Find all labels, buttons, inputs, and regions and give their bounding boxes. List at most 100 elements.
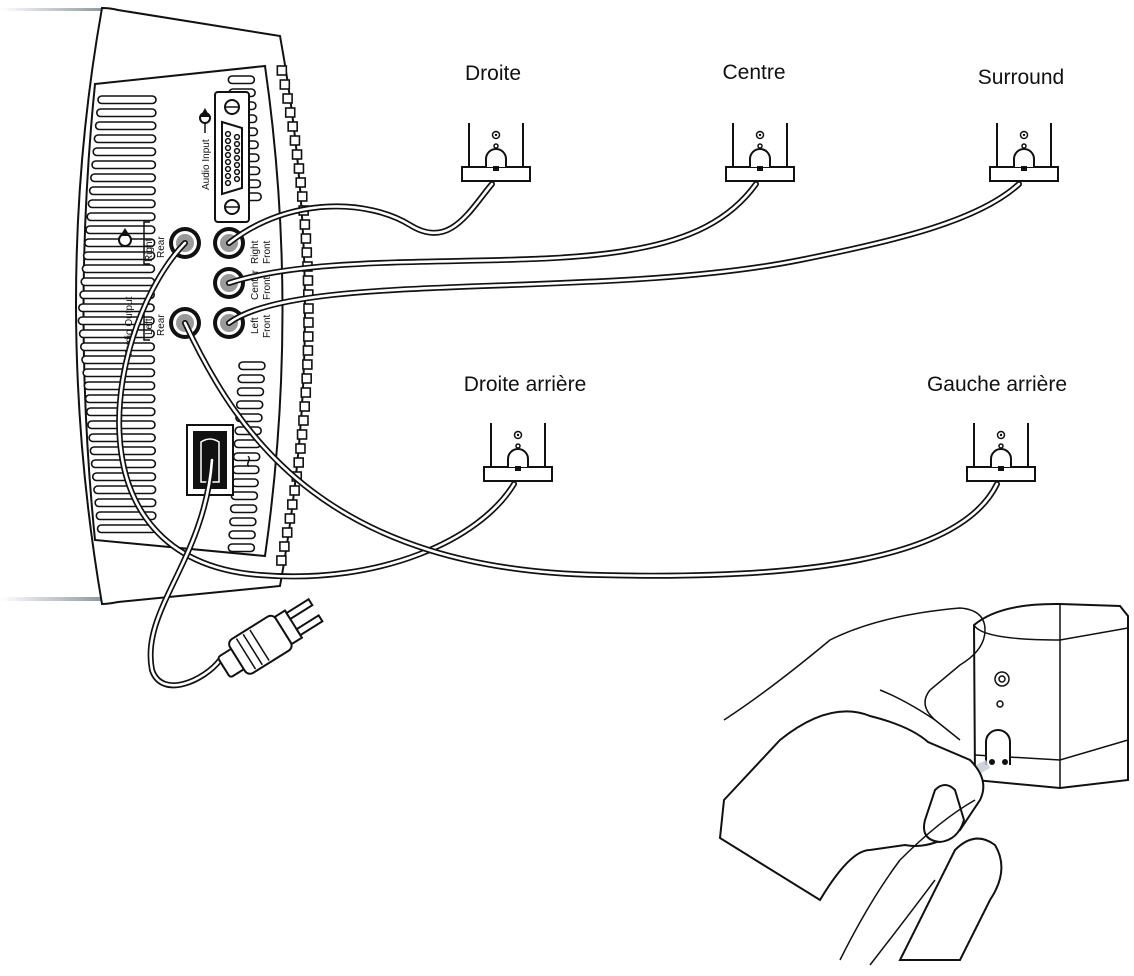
vent-slot [81,264,156,274]
vent-slot [78,303,155,313]
panel-tooth [300,233,312,244]
panel-tooth [279,541,290,552]
panel-tooth [282,93,293,104]
speaker-droite: Droite [461,62,531,182]
panel-tooth [302,275,314,286]
vent-slot [90,173,157,183]
panel-tooth [291,149,303,160]
vent-slot [94,121,157,131]
panel-bottom-edge [0,597,102,601]
panel-tooth [284,513,296,524]
vent-slot [80,277,156,287]
left-rear-label-rear: Rear [156,314,167,336]
vent-slot [238,361,266,371]
vent-slot [96,524,157,534]
vent-slot [237,374,266,384]
ac-symbol: ~ [236,455,261,468]
power-plug-icon [217,597,324,678]
speaker-label-centre: Centre [722,61,785,84]
panel-tooth [301,247,313,258]
speaker-droite-arriere: Droite arrière [464,373,587,482]
inset-speaker-body [972,602,1129,790]
panel-tooth [276,65,288,76]
speaker-label-droite-arriere: Droite arrière [464,373,587,396]
vent-slot [235,400,264,410]
speaker-label-gauche-arriere: Gauche arrière [927,373,1067,396]
input-arrow-icon [199,108,211,133]
vent-slot [96,108,157,118]
panel-tooth [284,107,296,118]
panel-top-edge [0,8,102,11]
panel-tooth [289,135,301,146]
speaker-centre: Centre [722,61,795,182]
vent-slot [79,342,156,352]
vent-slot [228,530,256,540]
panel-tooth [296,191,308,202]
panel-tooth [293,457,304,468]
vent-slot [94,498,157,508]
panel-tooth [281,527,293,538]
vent-slot [91,160,157,170]
vent-slot [87,199,156,209]
panel-tooth [287,121,298,132]
vent-slot [82,368,156,378]
vent-slot [79,290,156,300]
audio-input-label: Audio Input [201,139,212,190]
panel-tooth [276,555,287,566]
panel-tooth [289,485,300,496]
speaker-label-surround: Surround [978,66,1064,89]
panel-tooth [302,359,313,370]
vent-slot [227,75,256,85]
right-rear-label-right: Right [144,238,155,262]
panel-tooth [296,429,308,440]
panel-tooth [287,499,298,510]
panel-tooth [295,177,306,188]
right-rear-label-rear: Rear [156,236,167,258]
speaker-cables [116,181,1022,580]
vent-slot [93,134,157,144]
speaker-label-droite: Droite [465,62,521,85]
left-front-label-front: Front [262,314,273,338]
panel-teeth [276,65,314,566]
vent-slot [229,517,257,527]
panel-tooth [299,219,311,230]
panel-tooth [293,163,305,174]
vent-slot [81,355,156,365]
panel-tooth [303,317,314,328]
panel-tooth [300,387,312,398]
inset-speaker-connection [718,602,1129,966]
speaker-gauche-arriere: Gauche arrière [927,373,1067,482]
panel-tooth [303,303,314,314]
center-front-label-front: Front [262,276,273,300]
vent-slot [97,95,157,105]
panel-tooth [302,345,314,356]
vent-slot [230,491,259,501]
power-cord [147,457,223,689]
left-front-label-left: Left [250,317,261,334]
vent-slot [93,485,157,495]
right-rear-bracket [143,221,150,265]
vent-slot [231,478,259,488]
vent-slot [86,212,156,222]
speaker-surround: Surround [978,66,1064,182]
vent-slot [78,329,155,339]
vent-slot [85,225,156,235]
panel-tooth [298,415,309,426]
hand-icon [718,607,1003,966]
vent-slot [227,543,256,553]
left-rear-label-left: Left [144,318,155,335]
center-front-label-center: Center [250,269,261,300]
panel-tooth [299,401,311,412]
vent-slot [236,387,265,397]
panel-tooth [302,331,314,342]
vent-slot [229,504,258,514]
inset-speaker-terminal [985,729,1011,765]
audio-output-label: Audio Output [124,296,135,355]
panel-tooth [301,373,312,384]
panel-tooth [279,79,291,90]
panel-tooth [295,443,306,454]
right-front-label-right: Right [250,240,261,264]
vent-slot [88,186,156,196]
subwoofer-panel: Audio Input Audio Output Right Rear Left… [0,6,314,606]
